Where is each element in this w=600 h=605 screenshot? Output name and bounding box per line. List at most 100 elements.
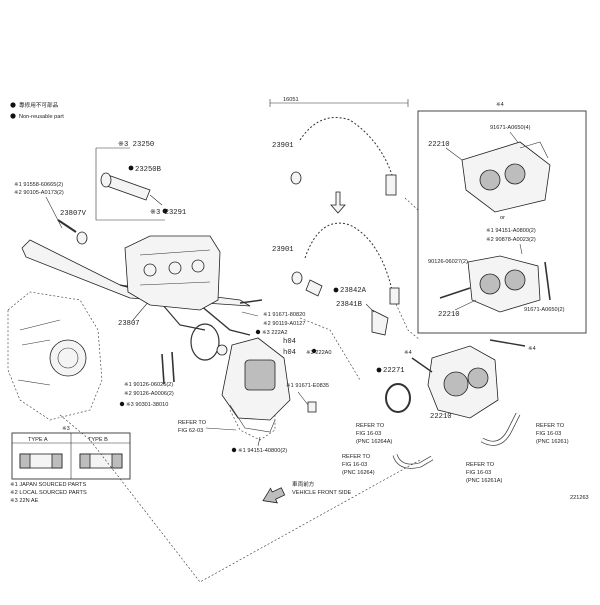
- star4-a: ※4: [404, 349, 412, 356]
- hose-connector-mid: [389, 287, 400, 305]
- legend: 專修用不可部品 Non-reusable part: [10, 101, 64, 120]
- front-arrow-icon: [262, 487, 286, 504]
- gasket-ring: [190, 323, 220, 361]
- center-callouts: ※1 91671-80820 ※2 90119-A0127 ※3 222A2 h…: [241, 311, 332, 357]
- box-90878-a0023: ※2 90878-A0023(2): [486, 236, 536, 243]
- label-404a: h04: [283, 338, 296, 346]
- label-91671-80820: ※1 91671-80820: [263, 311, 305, 318]
- box-90126-06027: 90126-06027(2): [428, 259, 468, 265]
- legend-non-reusable: Non-reusable part: [19, 114, 64, 120]
- hose-connector-top: [385, 174, 397, 196]
- label-22271: 22271: [383, 367, 405, 375]
- label-90301: ※3 90301-38010: [126, 401, 168, 408]
- dot-94151: [231, 447, 237, 453]
- intake-port: [49, 339, 87, 377]
- legend-japan-note: 專修用不可部品: [19, 101, 59, 109]
- arrow-en: VEHICLE FRONT SIDE: [292, 490, 352, 496]
- dot-22271: [376, 367, 382, 373]
- label-23901-top: 23901: [272, 142, 294, 150]
- coolant-hoses: REFER TO FIG 16-03 (PNC 16264A) REFER TO…: [342, 412, 569, 484]
- label-90126-06026: ※1 90126-06026(2): [124, 381, 173, 388]
- hose-end-top: [290, 171, 302, 185]
- footnote-3: ※3 22N AE: [10, 497, 39, 504]
- footnotes: ※1 JAPAN SOURCED PARTS ※2 LOCAL SOURCED …: [10, 481, 87, 504]
- variant-box-frame: [417, 110, 587, 334]
- label-23901-mid: 23901: [272, 246, 294, 254]
- dashed-leaders: [59, 197, 421, 583]
- clip-23841b: [371, 309, 389, 336]
- dot-23842a: [333, 287, 339, 293]
- refer5-l2: FIG 16-03: [466, 470, 491, 476]
- refer5-l1: REFER TO: [466, 462, 495, 468]
- refer1-l2: FIG 62-03: [178, 428, 203, 434]
- refer2-l1: REFER TO: [356, 423, 385, 429]
- refer4-l1: REFER TO: [536, 423, 565, 429]
- refer3-l3: (PNC 16264): [342, 470, 375, 476]
- legend-dot-nonreusable: [10, 113, 16, 119]
- refer1-l1: REFER TO: [178, 420, 207, 426]
- label-23291: ※3 23291: [150, 209, 186, 217]
- refer2-l2: FIG 16-03: [356, 431, 381, 437]
- label-23807: 23807: [118, 320, 140, 328]
- footnote-1: ※1 JAPAN SOURCED PARTS: [10, 481, 86, 488]
- label-91671-e0835: ※1 91671-E0835: [286, 382, 329, 389]
- engine-block: [124, 235, 221, 311]
- dot-222a2: [255, 329, 261, 335]
- hose-end-mid: [291, 271, 303, 285]
- label-222a2: ※3 222A2: [262, 329, 288, 336]
- injector-group: ※3 23250 23250B ※3 23291: [95, 141, 186, 221]
- refer3-l1: REFER TO: [342, 454, 371, 460]
- dot-23250b: [128, 165, 134, 171]
- label-23841b: 23841B: [336, 301, 363, 309]
- gasket-22271: [385, 383, 411, 413]
- label-22210-main: 22210: [430, 413, 452, 421]
- vehicle-front-arrow: 車両前方 VEHICLE FRONT SIDE: [262, 480, 352, 504]
- dot-90301: [119, 401, 125, 407]
- diagram-id: 221263: [570, 495, 589, 501]
- label-90126-a0006: ※2 90126-A0006(2): [124, 390, 174, 397]
- box-91671-a0650-2: 91671-A0650(2): [524, 307, 565, 313]
- box-91671-a0650-4: 91671-A0650(4): [490, 125, 531, 131]
- label-23250: ※3 23250: [118, 141, 154, 149]
- label-23807v: 23807V: [60, 210, 87, 218]
- bolt-callouts-left: ※1 91558-60665(2) ※2 90105-A0173(2) 2380…: [14, 181, 88, 245]
- refer4-l2: FIG 16-03: [536, 431, 561, 437]
- label-23250b: 23250B: [135, 166, 162, 174]
- throttle-body-variant-b: [467, 255, 541, 313]
- injector-seal: [100, 172, 112, 188]
- arrow-down: [330, 191, 346, 214]
- label-404b: h04: [283, 349, 296, 357]
- egr-valve: [244, 359, 276, 391]
- bolt-e0835: [307, 401, 317, 413]
- label-90105: ※2 90105-A0173(2): [14, 189, 64, 196]
- dim-label: 16051: [283, 97, 299, 103]
- box-or: or: [500, 215, 505, 221]
- label-222a0: ※3 222A0: [306, 349, 332, 356]
- type-table: ※3 TYPE A TYPE B: [11, 425, 131, 480]
- dot-23291: [162, 208, 168, 214]
- star4-b: ※4: [528, 345, 536, 352]
- box-22210-bot: 22210: [438, 311, 460, 319]
- box-22210-top: 22210: [428, 141, 450, 149]
- center-lower-callouts: ※1 90126-06026(2) ※2 90126-A0006(2) ※3 9…: [119, 351, 329, 454]
- fuel-hose-mid: 23901 23842A 23841B: [272, 222, 400, 336]
- refer2-l3: (PNC 16264A): [356, 439, 393, 445]
- label-23842a: 23842A: [340, 287, 367, 295]
- arrow-jp: 車両前方: [292, 480, 315, 488]
- throttle-body-main: ※4 ※4 22271 22210: [376, 339, 536, 421]
- connector-23842a: [305, 279, 323, 297]
- label-91558: ※1 91558-60665(2): [14, 181, 63, 188]
- type-table-header: ※3: [62, 425, 70, 432]
- variant-box: ※4 91671-A0650(4) 22210 or ※1 94151-A080…: [417, 101, 587, 334]
- refer3-l2: FIG 16-03: [342, 462, 367, 468]
- legend-dot-japan: [10, 102, 16, 108]
- throttle-body-center: [190, 323, 291, 441]
- label-94151: ※1 94151-40800(2): [238, 447, 287, 454]
- intake-manifold-left: [7, 291, 103, 421]
- type-b-label: TYPE B: [88, 437, 108, 443]
- refer5-l3: (PNC 16261A): [466, 478, 503, 484]
- refer4-l3: (PNC 16261): [536, 439, 569, 445]
- box-94151-a0800: ※1 94151-A0800(2): [486, 227, 536, 234]
